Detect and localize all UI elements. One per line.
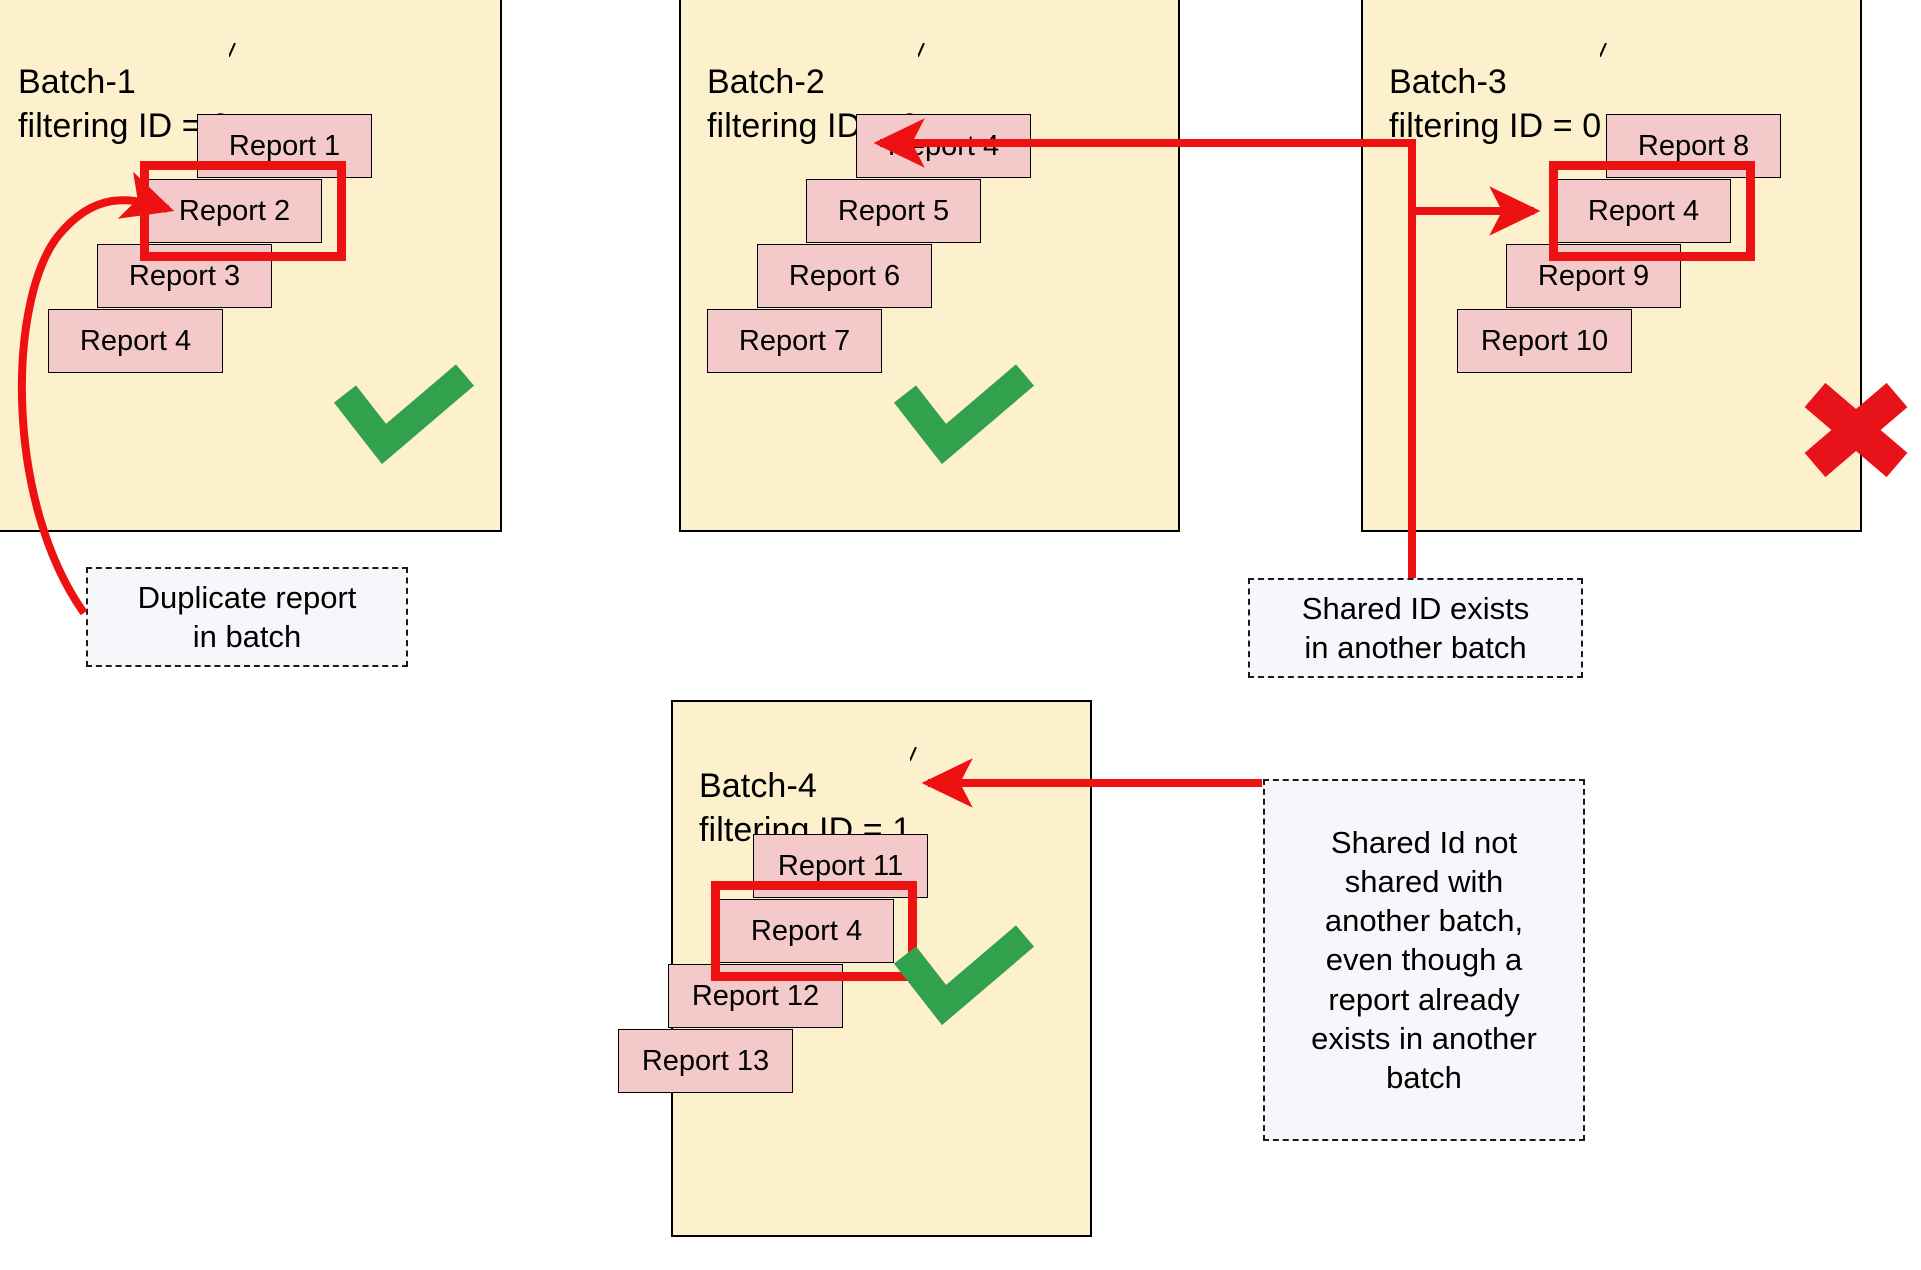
duplicate-highlight-box-1 — [140, 161, 346, 261]
report-label: Report 13 — [641, 1044, 770, 1077]
report-label: Report 12 — [691, 979, 820, 1012]
callout-text: Shared Id not shared with another batch,… — [1311, 825, 1537, 1095]
report-card: Report 5 — [806, 179, 981, 243]
callout-shared-id-exists: Shared ID exists in another batch — [1248, 578, 1583, 678]
callout-text: Shared ID exists in another batch — [1301, 590, 1530, 665]
report-label: Report 5 — [837, 194, 950, 227]
report-card: Report 13 — [618, 1029, 793, 1093]
batch-container-4: Batch-4 filtering ID = 1 Report 11 Repor… — [618, 700, 1092, 1237]
report-label: Report 8 — [1637, 129, 1750, 162]
tick-mark-icon-3 — [1600, 43, 1610, 57]
report-label: Report 4 — [79, 324, 192, 357]
tick-mark-icon-4 — [910, 747, 920, 761]
batch-title-4: Batch-4 filtering ID = 1 — [699, 720, 911, 897]
report-label: Report 3 — [128, 259, 241, 292]
report-label: Report 9 — [1537, 259, 1650, 292]
report-card: Report 10 — [1457, 309, 1632, 373]
callout-text: Duplicate report in batch — [137, 579, 357, 654]
batch-container-1: Batch-1 filtering ID = 0 Report 1 Report… — [0, 0, 502, 532]
callout-duplicate-report: Duplicate report in batch — [86, 567, 408, 667]
report-label: Report 1 — [228, 129, 341, 162]
callout-shared-id-not-shared: Shared Id not shared with another batch,… — [1263, 779, 1585, 1141]
tick-mark-icon-1 — [229, 43, 239, 57]
batch-container-3: Batch-3 filtering ID = 0 Report 8 Report… — [1361, 0, 1862, 532]
report-card: Report 4 — [856, 114, 1031, 178]
report-label: Report 4 — [887, 129, 1000, 162]
tick-mark-icon-2 — [918, 43, 928, 57]
report-label: Report 6 — [788, 259, 901, 292]
duplicate-highlight-box-4 — [711, 881, 917, 981]
report-card: Report 7 — [707, 309, 882, 373]
batch-title-text-4: Batch-4 filtering ID = 1 — [699, 767, 912, 850]
report-label: Report 7 — [738, 324, 851, 357]
batch-container-2: Batch-2 filtering ID = 0 Report 4 Report… — [679, 0, 1180, 532]
report-card: Report 4 — [48, 309, 223, 373]
duplicate-highlight-box-3 — [1549, 161, 1755, 261]
report-card: Report 6 — [757, 244, 932, 308]
report-label: Report 10 — [1480, 324, 1609, 357]
report-label: Report 11 — [777, 849, 904, 882]
batch-title-text-3: Batch-3 filtering ID = 0 — [1389, 63, 1602, 146]
